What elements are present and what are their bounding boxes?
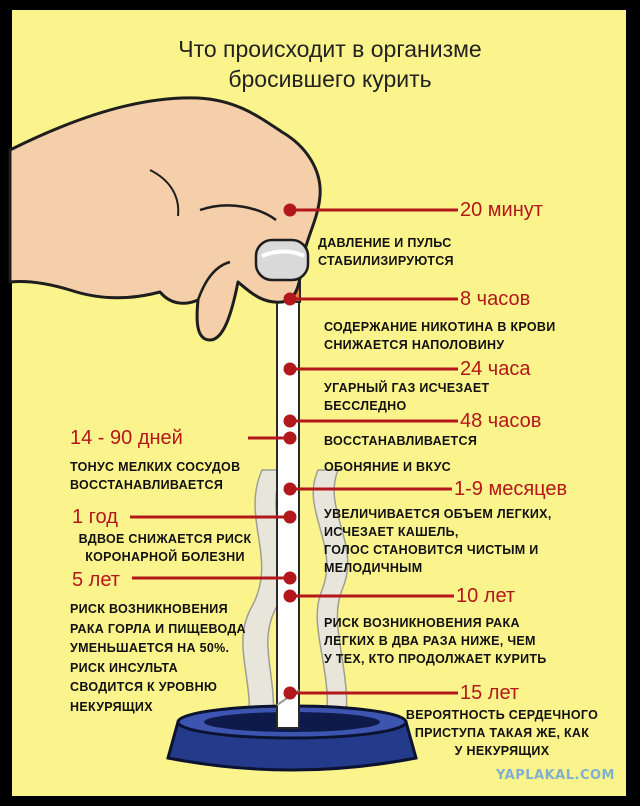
text-line: Риск инсульта <box>70 660 178 675</box>
milestone-10-years-label: 10 лет <box>456 585 516 607</box>
text-line: рака горла и пищевода <box>70 621 246 636</box>
milestone-14-90-days-label: 14 - 90 дней <box>70 427 183 449</box>
text-line: мелодичным <box>324 561 423 575</box>
milestone-14-90-days-text: Тонус мелких сосудов восстанавливается <box>70 458 240 494</box>
milestone-20-minutes-text: Давление и пульс стабилизируются <box>318 234 454 270</box>
milestone-8-hours-label: 8 часов <box>460 288 531 310</box>
milestone-20-minutes-label: 20 минут <box>460 199 543 221</box>
text-line: уменьшается на 50%. <box>70 641 230 655</box>
hand-icon <box>8 96 322 342</box>
text-line: Давление и пульс <box>318 236 452 250</box>
text-line: Угарный газ исчезает <box>324 381 490 395</box>
text-line: Увеличивается объем легких, <box>324 507 552 521</box>
text-line: стабилизируются <box>318 254 454 268</box>
milestone-10-years-text: Риск возникновения рака легких в два раз… <box>324 614 547 668</box>
text-line: исчезает кашель, <box>324 525 459 539</box>
text-line: коронарной болезни <box>85 550 245 564</box>
text-line: Риск возникновения <box>70 602 228 616</box>
text-line: Вероятность сердечного <box>405 708 599 722</box>
text-line: снижается наполовину <box>324 338 505 352</box>
text-line: бесследно <box>324 399 407 413</box>
text-line: легких в два раза ниже, чем <box>324 634 536 648</box>
milestone-24-hours-label: 24 часа <box>460 358 531 380</box>
title-line-2: бросившего курить <box>228 66 432 92</box>
milestone-5-years-label: 5 лет <box>72 569 120 591</box>
milestone-5-years-text: Риск возникновения рака горла и пищевода… <box>70 600 246 717</box>
text-line: Вдвое снижается риск <box>78 532 252 546</box>
milestone-1-year-label: 1 год <box>72 506 118 528</box>
text-line: Восстанавливается <box>324 434 478 448</box>
title-line-1: Что происходит в организме <box>178 36 482 62</box>
text-line: некурящих <box>70 699 153 714</box>
text-line: у тех, кто продолжает курить <box>324 652 547 666</box>
text-line: приступа такая же, как <box>414 726 590 740</box>
milestone-1-year-text: Вдвое снижается риск коронарной болезни <box>70 530 260 566</box>
page-title: Что происходит в организме бросившего ку… <box>120 34 540 94</box>
milestone-15-years-text: Вероятность сердечного приступа такая же… <box>404 706 600 760</box>
text-line: Риск возникновения рака <box>324 616 520 630</box>
milestone-15-years-label: 15 лет <box>460 682 520 704</box>
milestone-8-hours-text: Содержание никотина в крови снижается на… <box>324 318 555 354</box>
text-line: у некурящих <box>454 744 550 758</box>
milestone-24-hours-text: Угарный газ исчезает бесследно <box>324 379 489 415</box>
milestone-48-hours-text: Восстанавливается обоняние и вкус <box>324 432 477 476</box>
watermark: YAPLAKAL.COM <box>496 768 615 783</box>
text-line: Тонус мелких сосудов <box>70 460 241 474</box>
text-line: голос становится чистым и <box>324 543 539 557</box>
milestone-48-hours-label: 48 часов <box>460 410 542 432</box>
text-line: восстанавливается <box>70 478 224 492</box>
text-line: обоняние и вкус <box>324 460 451 474</box>
text-line: Содержание никотина в крови <box>324 320 556 334</box>
text-line: сводится к уровню <box>70 680 218 694</box>
milestone-1-9-months-label: 1-9 месяцев <box>454 478 568 500</box>
milestone-1-9-months-text: Увеличивается объем легких, исчезает каш… <box>324 505 552 577</box>
